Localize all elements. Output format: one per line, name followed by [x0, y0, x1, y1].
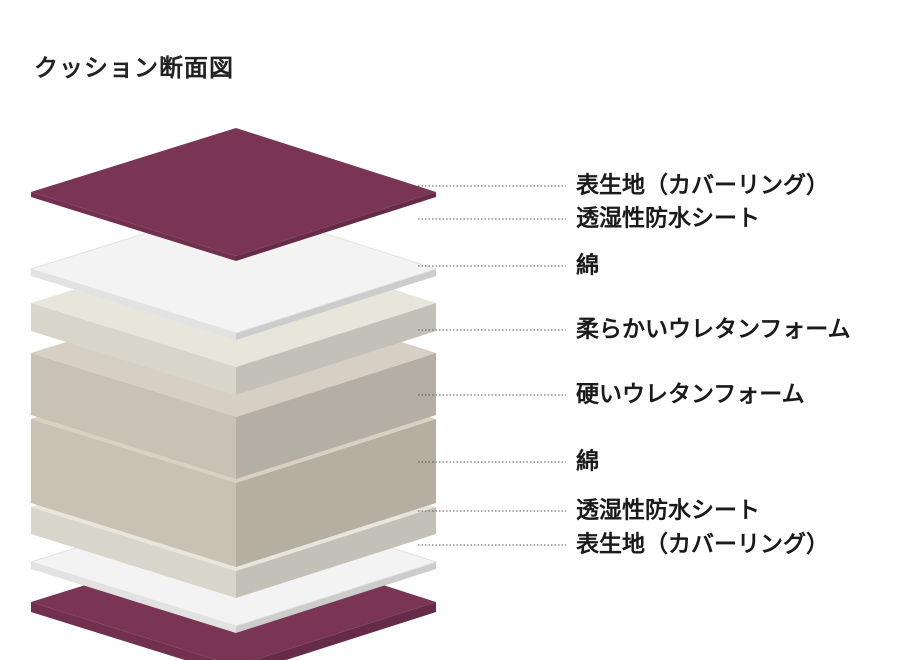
- layer-label: 表生地（カバーリング）: [576, 172, 829, 199]
- layer-right-face: [236, 353, 436, 479]
- layer-top-sheet: [29, 204, 438, 340]
- layer-right-face: [236, 192, 436, 261]
- layer-left-face: [31, 192, 236, 261]
- diagram-title: クッション断面図: [34, 54, 234, 82]
- layer-top-face: [31, 128, 436, 256]
- layer-label: 透湿性防水シート: [576, 205, 760, 232]
- layer-labels: 表生地（カバーリング）透湿性防水シート綿硬いウレタンフォーム柔らかいウレタンフォ…: [576, 172, 851, 558]
- layer-right-face: [236, 269, 436, 340]
- layer-left-face: [31, 303, 236, 395]
- layer-right-face: [236, 419, 436, 567]
- layer-right-face: [236, 562, 436, 633]
- layer-right-face: [236, 303, 436, 395]
- layer-label: 綿: [576, 252, 599, 279]
- layer-label: 表生地（カバーリング）: [576, 531, 829, 558]
- layer-left-face: [31, 507, 236, 598]
- layer-label: 硬いウレタンフォーム: [576, 382, 805, 408]
- layers-group: [29, 128, 438, 660]
- layer-left-face: [31, 353, 236, 479]
- layer-right-face: [236, 507, 436, 598]
- layer-label: 透湿性防水シート: [576, 497, 760, 524]
- layer-label: 柔らかいウレタンフォーム: [576, 317, 851, 343]
- leader-lines: [418, 185, 566, 546]
- layer-left-face: [31, 269, 236, 340]
- layer-label: 綿: [576, 448, 599, 475]
- layer-top-cover: [31, 128, 436, 261]
- layer-left-face: [31, 562, 236, 633]
- layer-left-face: [31, 419, 236, 567]
